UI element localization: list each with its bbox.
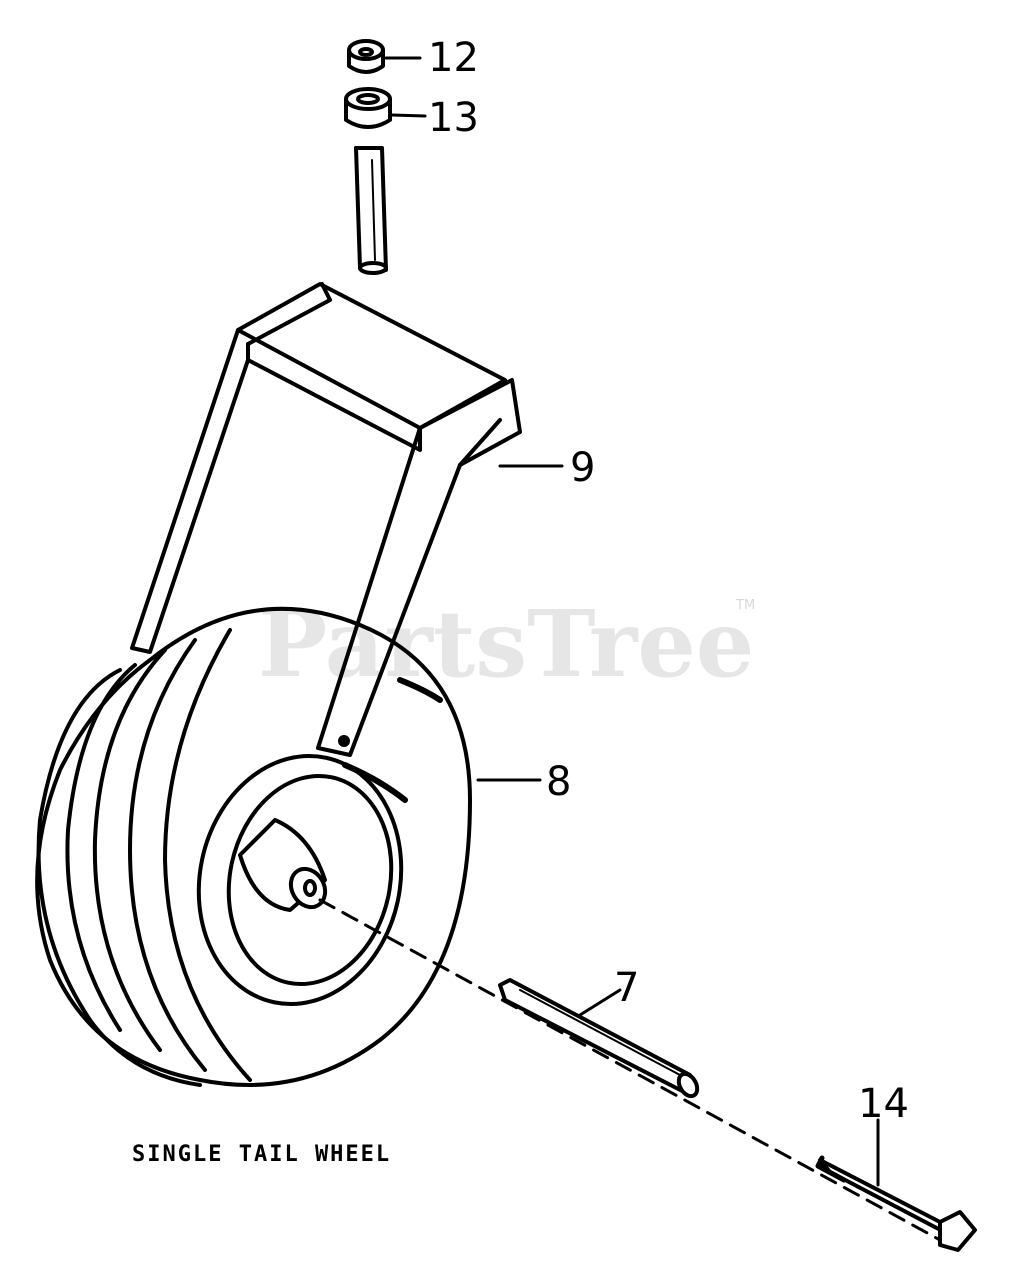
kingpin: [354, 146, 388, 275]
diagram-caption: SINGLE TAIL WHEEL: [132, 1142, 392, 1167]
part-7-axle-sleeve: [498, 978, 700, 1099]
part-12-nut: [347, 39, 422, 74]
callout-7: 7: [614, 965, 640, 1011]
part-13-spacer: [344, 87, 427, 129]
part-8-wheel: [35, 606, 542, 1087]
callout-12: 12: [428, 35, 479, 81]
callout-14: 14: [858, 1081, 909, 1127]
assembly-centerline: [318, 898, 942, 1242]
callout-8: 8: [546, 759, 572, 805]
callout-9: 9: [570, 445, 596, 491]
part-9-fork: [130, 282, 564, 757]
part-14-bolt: [815, 1118, 977, 1252]
callout-13: 13: [428, 95, 479, 141]
watermark-trademark: TM: [736, 598, 756, 613]
